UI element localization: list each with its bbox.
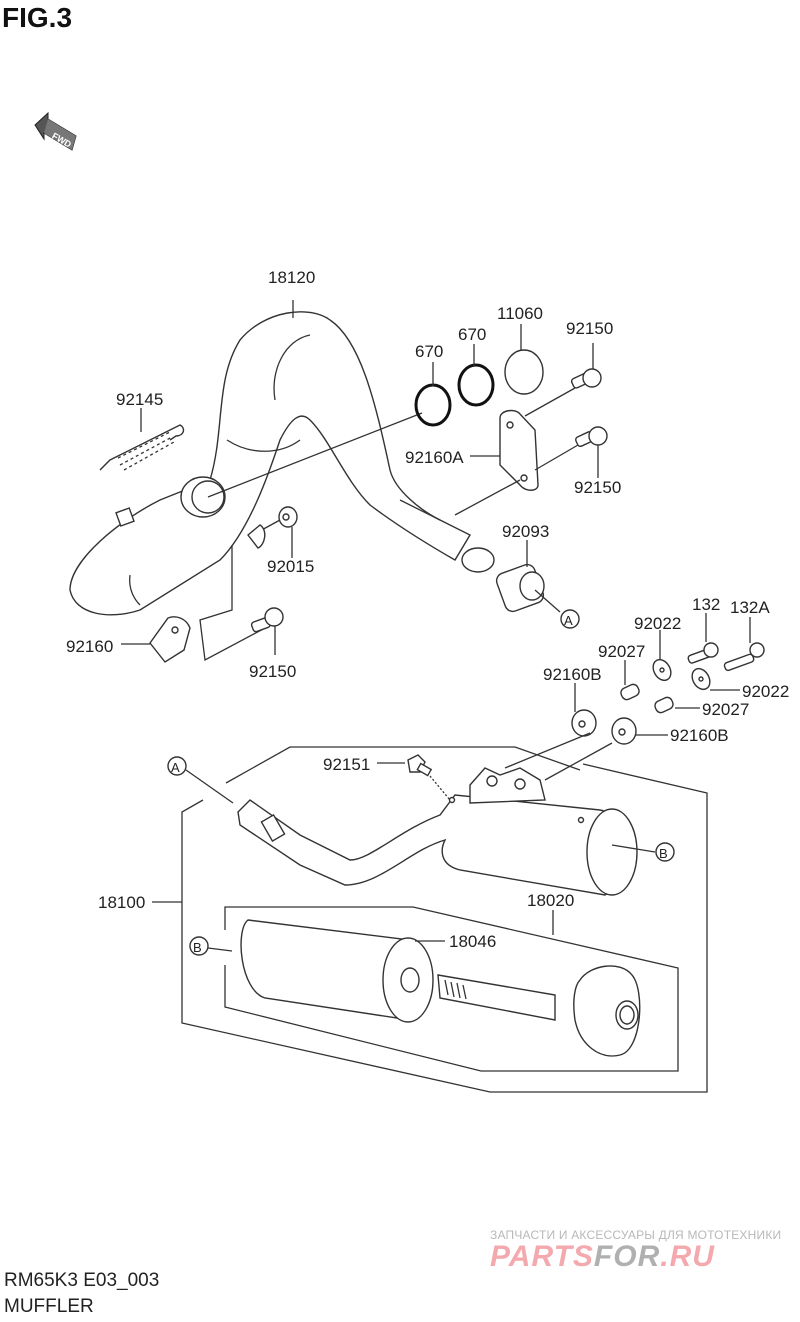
ref-A-top: A bbox=[560, 609, 580, 629]
muffler-body[interactable] bbox=[237, 767, 656, 896]
pipe-stay bbox=[247, 524, 266, 549]
watermark-brand-parts: PARTS bbox=[490, 1240, 594, 1273]
figure-title: FIG.3 bbox=[2, 2, 73, 33]
o-ring-670-a[interactable] bbox=[414, 383, 452, 427]
ref-B-left: B bbox=[189, 936, 233, 956]
end-cap-18020[interactable] bbox=[437, 965, 641, 1057]
fwd-arrow-icon: FWD bbox=[34, 111, 77, 151]
svg-text:A: A bbox=[564, 613, 573, 628]
spring-92145[interactable] bbox=[99, 408, 185, 471]
ref-B-right: B bbox=[655, 842, 675, 862]
label-11060: 11060 bbox=[497, 304, 543, 323]
bolt-132[interactable] bbox=[687, 613, 719, 664]
pipe-tab bbox=[115, 507, 135, 527]
bolt-92150-b[interactable] bbox=[534, 426, 608, 478]
label-670-b: 670 bbox=[458, 325, 486, 344]
label-92015: 92015 bbox=[267, 557, 314, 576]
svg-text:A: A bbox=[171, 760, 180, 775]
label-18020: 18020 bbox=[527, 891, 574, 910]
label-92150-a: 92150 bbox=[566, 319, 613, 338]
packing-18046[interactable] bbox=[240, 919, 445, 1023]
gasket-11060[interactable] bbox=[504, 349, 544, 395]
label-92160: 92160 bbox=[66, 637, 113, 656]
watermark-tagline: ЗАПЧАСТИ И АКСЕССУАРЫ ДЛЯ МОТОТЕХНИКИ bbox=[490, 1228, 782, 1242]
label-92027-a: 92027 bbox=[598, 642, 645, 661]
label-18100: 18100 bbox=[98, 893, 145, 912]
model-code: RM65K3 E03_003 bbox=[4, 1270, 160, 1291]
bolt-92151[interactable] bbox=[377, 754, 451, 801]
damper-92160B-a[interactable] bbox=[571, 683, 597, 737]
label-92145: 92145 bbox=[116, 390, 163, 409]
label-92093: 92093 bbox=[502, 522, 549, 541]
ref-A-bottom: A bbox=[167, 756, 234, 804]
assembly-outline-18100 bbox=[181, 746, 708, 1093]
assembly-outline-18020 bbox=[224, 906, 679, 1072]
label-92022-a: 92022 bbox=[634, 614, 681, 633]
label-670-a: 670 bbox=[415, 342, 443, 361]
label-132: 132 bbox=[692, 595, 720, 614]
section-name: MUFFLER bbox=[4, 1296, 94, 1317]
nut-92015[interactable] bbox=[257, 506, 298, 558]
washer-92022-a[interactable] bbox=[650, 630, 675, 684]
o-ring-670-b[interactable] bbox=[457, 363, 495, 407]
damper-92160B-b[interactable] bbox=[611, 717, 668, 745]
bracket-92160A[interactable] bbox=[470, 409, 539, 491]
label-92160B-b: 92160B bbox=[670, 726, 729, 745]
washer-92022-b[interactable] bbox=[689, 665, 740, 692]
label-132A: 132A bbox=[730, 598, 770, 617]
label-18120: 18120 bbox=[268, 268, 315, 287]
pipe-outlet-end bbox=[461, 547, 495, 573]
collar-92027-a[interactable] bbox=[619, 660, 640, 701]
label-92160A: 92160A bbox=[405, 448, 464, 467]
watermark-brand-for: FOR bbox=[593, 1240, 661, 1273]
label-92150-c: 92150 bbox=[249, 662, 296, 681]
bracket-92160[interactable] bbox=[121, 616, 191, 663]
svg-text:B: B bbox=[659, 846, 668, 861]
label-92022-b: 92022 bbox=[742, 682, 789, 701]
label-92151: 92151 bbox=[323, 755, 370, 774]
bolt-92150-c[interactable] bbox=[250, 607, 284, 655]
exhaust-pipe-18120[interactable] bbox=[69, 311, 471, 616]
bolt-132A[interactable] bbox=[723, 617, 765, 672]
label-92160B-a: 92160B bbox=[543, 665, 602, 684]
label-92150-b: 92150 bbox=[574, 478, 621, 497]
seal-92093[interactable] bbox=[494, 540, 561, 614]
label-18046: 18046 bbox=[449, 932, 496, 951]
label-92027-b: 92027 bbox=[702, 700, 749, 719]
watermark-brand-ru: .RU bbox=[660, 1240, 715, 1273]
bolt-92150-a[interactable] bbox=[524, 343, 602, 417]
watermark-logo: PARTSFOR.RU bbox=[490, 1240, 715, 1274]
pipe-inlet-ring bbox=[180, 476, 226, 518]
collar-92027-b[interactable] bbox=[653, 696, 700, 714]
svg-text:B: B bbox=[193, 940, 202, 955]
